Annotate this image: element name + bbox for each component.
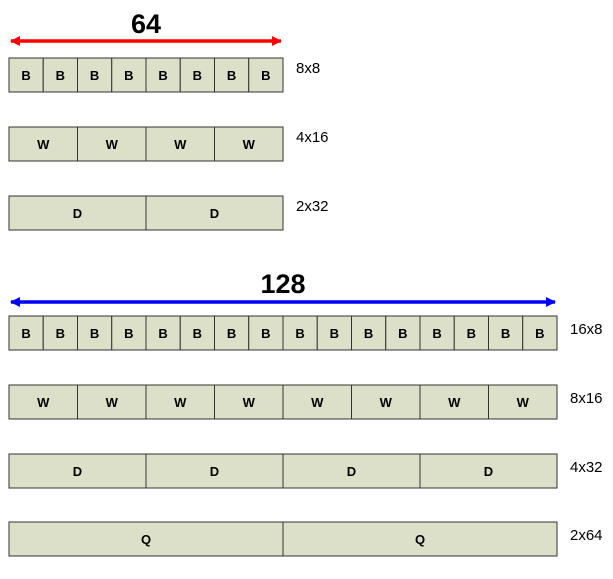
register-cell <box>351 384 421 420</box>
register-cell <box>282 521 558 557</box>
register-cell <box>385 315 421 351</box>
register-cell <box>282 315 318 351</box>
register-cell <box>8 126 78 162</box>
register-cell <box>77 384 147 420</box>
register-cell <box>145 126 215 162</box>
register-cell <box>419 315 455 351</box>
cell-label: B <box>193 68 202 83</box>
cell-label: W <box>106 137 119 152</box>
register-cell <box>42 315 78 351</box>
cell-label: W <box>380 395 393 410</box>
register-cell <box>8 315 44 351</box>
cell-label: W <box>517 395 530 410</box>
register-row-16x8: B B B B B B B B B B B B B B B B 16x8 <box>8 315 603 351</box>
cell-label: B <box>467 326 476 341</box>
cell-label: D <box>347 464 356 479</box>
register-cell <box>248 57 284 93</box>
register-row-4x32: D D D D 4x32 <box>8 453 603 489</box>
cell-label: B <box>227 68 236 83</box>
register-row-2x64: Q Q 2x64 <box>8 521 603 557</box>
cell-label: W <box>243 395 256 410</box>
cell-label: Q <box>415 532 425 547</box>
cell-label: W <box>311 395 324 410</box>
cell-label: B <box>501 326 510 341</box>
cell-label: B <box>56 68 65 83</box>
register-cell <box>42 57 78 93</box>
width-label-128: 128 <box>260 269 305 299</box>
register-cell <box>488 384 558 420</box>
register-cell <box>179 315 215 351</box>
register-cell <box>8 384 78 420</box>
row-format-label: 2x64 <box>570 527 603 544</box>
register-cell <box>145 195 284 231</box>
cell-label: B <box>158 326 167 341</box>
row-format-label: 8x16 <box>570 390 603 407</box>
row-format-label: 4x16 <box>296 129 329 146</box>
cell-label: D <box>210 206 219 221</box>
cell-label: W <box>37 395 50 410</box>
cell-label: B <box>193 326 202 341</box>
cell-label: B <box>364 326 373 341</box>
register-cell <box>214 315 250 351</box>
register-cell <box>522 315 558 351</box>
register-cell <box>282 384 352 420</box>
register-cell <box>145 453 284 489</box>
cell-label: B <box>21 326 30 341</box>
row-format-label: 16x8 <box>570 321 603 338</box>
width-label-64: 64 <box>131 9 161 39</box>
cell-label: B <box>261 68 270 83</box>
row-format-label: 4x32 <box>570 459 603 476</box>
register-cell <box>145 384 215 420</box>
cell-label: D <box>73 206 82 221</box>
cell-label: B <box>227 326 236 341</box>
cell-label: B <box>432 326 441 341</box>
cell-label: B <box>330 326 339 341</box>
cell-label: W <box>448 395 461 410</box>
register-row-2x32: D D 2x32 <box>8 195 329 231</box>
register-cell <box>316 315 352 351</box>
register-cell <box>282 453 421 489</box>
cell-label: B <box>398 326 407 341</box>
register-cell <box>8 195 147 231</box>
cell-label: B <box>124 68 133 83</box>
cell-label: B <box>56 326 65 341</box>
row-format-label: 2x32 <box>296 198 329 215</box>
register-row-8x8: B B B B B B B B 8x8 <box>8 57 320 93</box>
cell-label: D <box>210 464 219 479</box>
register-row-4x16: W W W W 4x16 <box>8 126 329 162</box>
register-cell <box>77 315 113 351</box>
register-cell <box>419 453 558 489</box>
cell-label: B <box>158 68 167 83</box>
cell-label: B <box>261 326 270 341</box>
cell-label: W <box>174 137 187 152</box>
cell-label: Q <box>141 532 151 547</box>
cell-label: W <box>243 137 256 152</box>
cell-label: D <box>484 464 493 479</box>
cell-label: B <box>21 68 30 83</box>
cell-label: W <box>37 137 50 152</box>
register-cell <box>248 315 284 351</box>
register-cell <box>77 57 113 93</box>
register-row-8x16: W W W W W W W W 8x16 <box>8 384 603 420</box>
row-format-label: 8x8 <box>296 60 320 77</box>
cell-label: B <box>295 326 304 341</box>
register-cell <box>77 126 147 162</box>
cell-label: B <box>535 326 544 341</box>
cell-label: W <box>174 395 187 410</box>
cell-label: D <box>73 464 82 479</box>
cell-label: B <box>90 68 99 83</box>
cell-label: B <box>90 326 99 341</box>
register-cell <box>8 453 147 489</box>
cell-label: B <box>124 326 133 341</box>
register-cell <box>214 126 284 162</box>
cell-label: W <box>106 395 119 410</box>
